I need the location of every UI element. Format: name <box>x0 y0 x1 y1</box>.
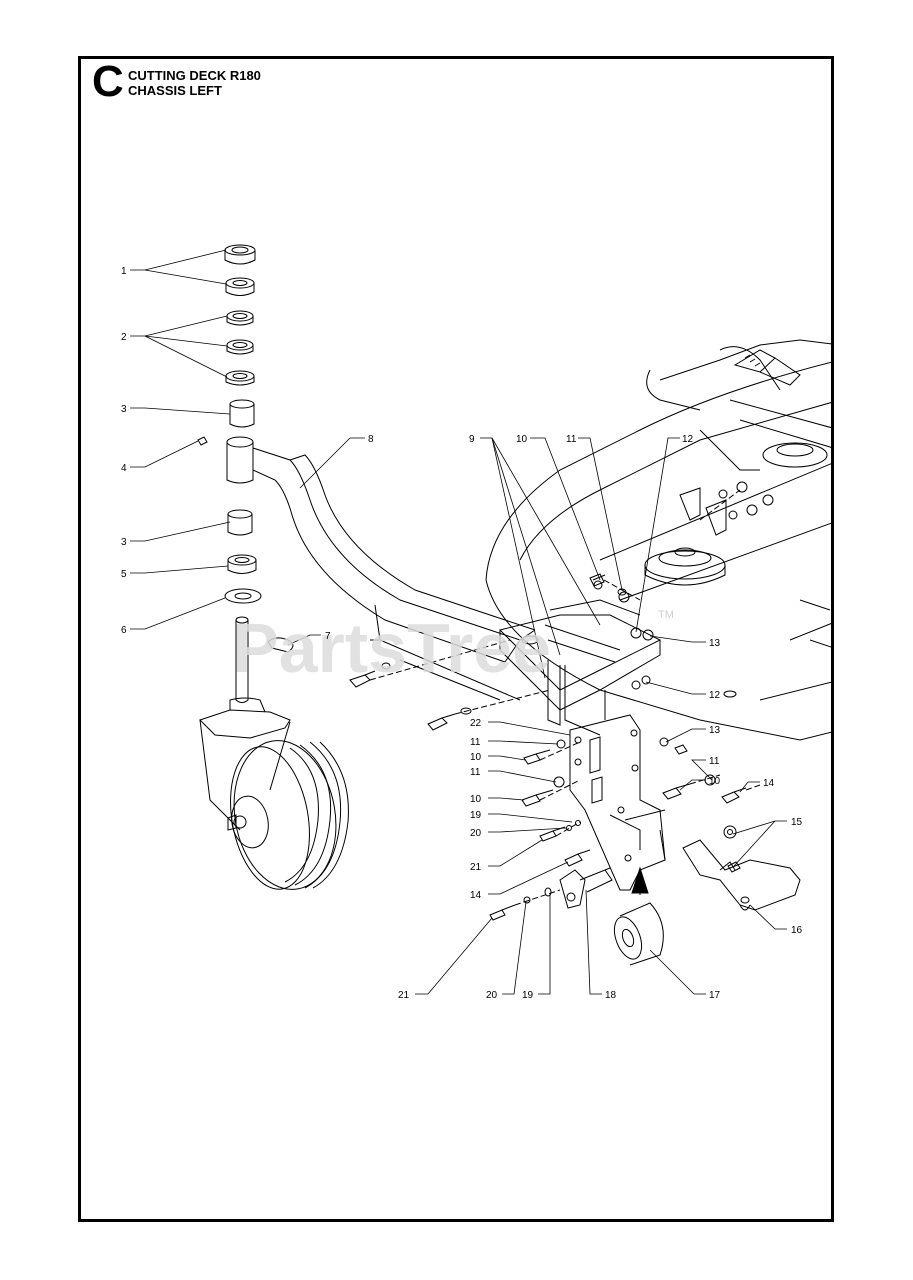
callout-labels: 1 2 3 4 3 5 6 7 8 9 10 11 12 13 12 22 11… <box>121 266 803 1001</box>
skid-plate <box>682 825 801 911</box>
page-frame <box>78 56 834 1222</box>
title-line-1: CUTTING DECK R180 <box>128 68 261 83</box>
bushing-stack <box>197 244 262 604</box>
callout-4: 4 <box>121 463 127 474</box>
callout-16: 16 <box>791 925 803 936</box>
callout-18: 18 <box>605 990 617 1001</box>
callout-5: 5 <box>121 569 127 580</box>
callout-10: 10 <box>470 752 482 763</box>
callout-20: 20 <box>486 990 498 1001</box>
callout-11: 11 <box>470 737 481 748</box>
callout-9: 9 <box>469 434 475 445</box>
callout-11: 11 <box>709 756 720 767</box>
assembly-arrow <box>631 866 649 894</box>
callout-17: 17 <box>709 990 721 1001</box>
callout-19: 19 <box>470 810 482 821</box>
callout-10: 10 <box>709 776 721 787</box>
roller <box>613 880 664 966</box>
callout-12: 12 <box>709 690 721 701</box>
callout-14: 14 <box>470 890 482 901</box>
callout-2: 2 <box>121 332 127 343</box>
pivot-bracket <box>559 867 613 909</box>
title-line-2: CHASSIS LEFT <box>128 83 222 98</box>
callout-10: 10 <box>516 434 528 445</box>
section-letter: C <box>92 57 124 106</box>
callout-11: 11 <box>566 434 577 445</box>
leader-lines <box>130 249 787 995</box>
deck-housing <box>485 339 831 741</box>
callout-13: 13 <box>709 638 721 649</box>
watermark: PartsTree <box>232 609 551 687</box>
callout-7: 7 <box>325 631 331 642</box>
callout-13: 13 <box>709 725 721 736</box>
callout-11: 11 <box>470 767 481 778</box>
mounting-bracket <box>499 574 662 736</box>
callout-12: 12 <box>682 434 694 445</box>
callout-3: 3 <box>121 537 127 548</box>
callout-6: 6 <box>121 625 127 636</box>
lock-clip <box>267 637 294 653</box>
callout-10: 10 <box>470 794 482 805</box>
callout-21: 21 <box>470 862 482 873</box>
callout-15: 15 <box>791 817 803 828</box>
lower-bracket <box>569 714 666 891</box>
callout-3: 3 <box>121 404 127 415</box>
callout-20: 20 <box>470 828 482 839</box>
page-title: CUTTING DECK R180 CHASSIS LEFT <box>128 68 261 98</box>
callout-14: 14 <box>763 778 775 789</box>
callout-8: 8 <box>368 434 374 445</box>
callout-19: 19 <box>522 990 534 1001</box>
callout-22: 22 <box>470 718 482 729</box>
callout-21: 21 <box>398 990 410 1001</box>
caster-wheel <box>199 616 349 890</box>
watermark-tm: TM <box>658 609 674 621</box>
callout-1: 1 <box>121 266 127 277</box>
